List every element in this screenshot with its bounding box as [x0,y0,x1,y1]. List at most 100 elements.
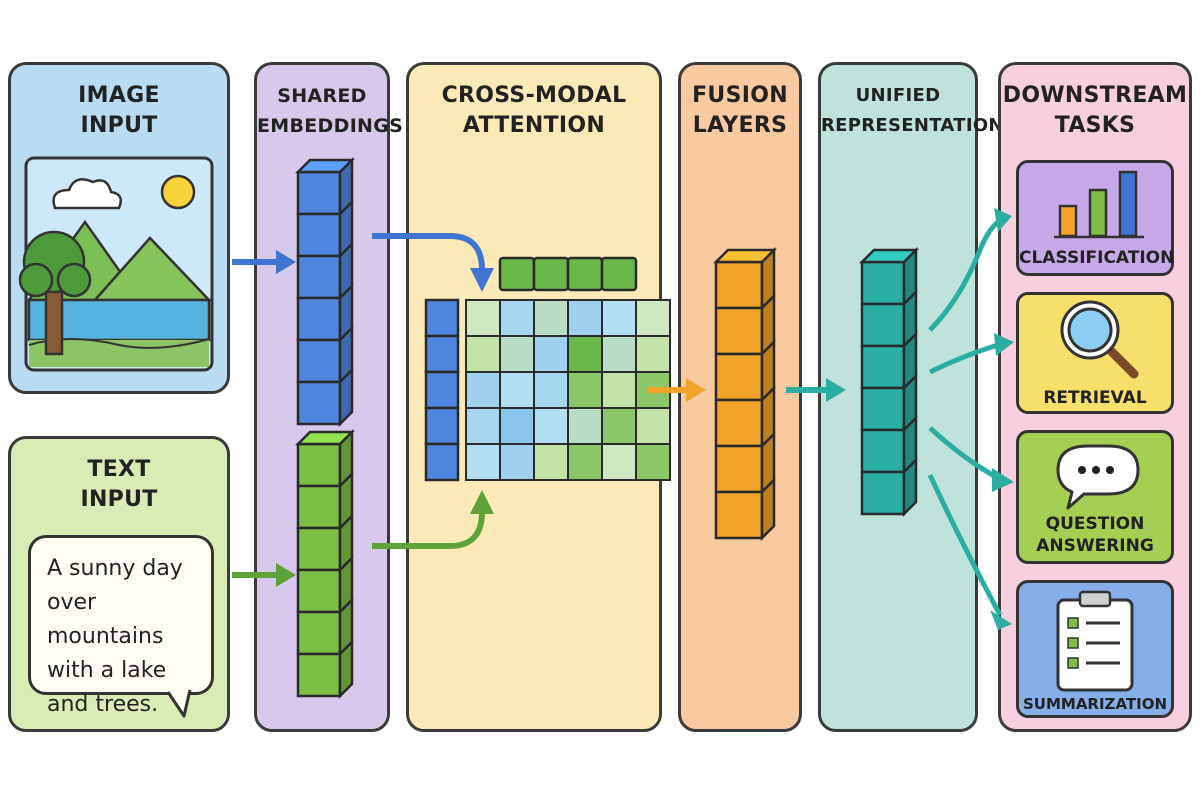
image-embedding-cell-side [338,366,354,428]
text-embedding-vector [294,428,356,700]
attention-matrix-cell [533,371,569,409]
image-embedding-vector [294,156,356,428]
unified-representation-cell [860,302,906,348]
attention-matrix-cell [499,335,535,373]
classification-label: CLASSIFICATION [1019,248,1175,268]
image-embedding-top [294,158,356,174]
unified-representation-cell [860,428,906,474]
attention-matrix-cell [601,443,637,481]
attention-matrix-cell [465,443,501,481]
speech-bubble-icon [1056,444,1140,510]
image-embedding-cell [296,170,342,216]
image-embedding-cell [296,296,342,342]
text-input-sample: A sunny day over mountains with a lake a… [47,556,183,717]
fusion-layer-top [712,248,778,264]
attention-text-key-cell [600,256,638,292]
fusion-layer-cell [714,260,764,310]
fusion-layer-cell-side [760,476,776,542]
bar-chart-icon [1054,170,1144,239]
attention-image-query-cell [424,334,460,374]
image-to-embedding-arrow [232,250,296,274]
attention-matrix-cell [601,407,637,445]
attention-matrix-cell [499,371,535,409]
text-input-title: TEXT INPUT [80,457,158,512]
attention-matrix-cell [601,371,637,409]
image-input-title: IMAGE INPUT [78,83,160,138]
unified-representation-cell [860,260,906,306]
image-embedding-cell [296,212,342,258]
fusion-layer-cell [714,306,764,356]
unified-representation-top [858,248,920,264]
attention-matrix-cell [499,407,535,445]
text-embedding-cell [296,652,342,698]
attention-image-query-cell [424,370,460,410]
fusion-layer-cell [714,352,764,402]
unified-representation-cell [860,470,906,516]
text-embedding-cell [296,484,342,530]
attention-matrix-cell [533,443,569,481]
attention-matrix-cell [465,407,501,445]
magnifier-icon [1060,300,1139,379]
unified-representation-vector [858,246,920,518]
attention-matrix-cell [567,407,603,445]
retrieval-label: RETRIEVAL [1043,388,1147,408]
text-embedding-cell [296,568,342,614]
fusion-layer-cell [714,398,764,448]
text-embedding-top [294,430,356,446]
attention-text-key-cell [498,256,536,292]
text-input-bubble: A sunny day over mountains with a lake a… [28,535,214,717]
image-embedding-cell [296,338,342,384]
image-embedding-cell [296,380,342,426]
attention-matrix-cell [567,371,603,409]
attention-image-query-cell [424,298,460,338]
text-embedding-cell-side [338,638,354,700]
summarization-label: SUMMARIZATION [1022,695,1168,713]
attention-matrix-cell [635,299,671,337]
question-answering-label: QUESTION ANSWERING [1036,514,1154,556]
text-embedding-to-attention-arrow [372,490,494,549]
attention-matrix-cell [499,299,535,337]
attention-matrix-cell [567,335,603,373]
fusion-to-unified-arrow [786,378,846,402]
attention-matrix-cell [533,335,569,373]
fusion-layer-stack [712,246,778,542]
clipboard-checklist-icon [1056,590,1134,692]
unified-representation-cell [860,386,906,432]
image-embedding-cell [296,254,342,300]
attention-matrix-cell [601,335,637,373]
attention-matrix-cell [567,299,603,337]
fusion-layer-cell [714,490,764,540]
fusion-layer-cell [714,444,764,494]
attention-matrix-cell [635,407,671,445]
attention-matrix-cell [499,443,535,481]
task-arrowheads [990,208,1014,630]
text-embedding-cell [296,442,342,488]
attention-matrix [424,256,671,482]
attention-image-query-cell [424,442,460,482]
unified-representations-title: UNIFIED REPRESENTATIONS [821,85,1018,136]
text-to-embedding-arrow [232,563,296,587]
attention-matrix-cell [465,371,501,409]
downstream-tasks-title: DOWNSTREAM TASKS [1002,83,1188,138]
attention-matrix-cell [533,299,569,337]
task-card-question-answering: QUESTION ANSWERING [1016,430,1174,564]
attention-matrix-cell [533,407,569,445]
attention-matrix-cell [465,299,501,337]
attention-matrix-cell [601,299,637,337]
attention-text-key-cell [566,256,604,292]
attention-matrix-cell [635,443,671,481]
shared-embeddings-title: SHARED EMBEDDINGS [257,85,404,137]
unified-representation-cell-side [902,456,918,518]
attention-text-key-cell [532,256,570,292]
fusion-layers-title: FUSION LAYERS [692,83,788,138]
landscape-image-icon [18,156,214,372]
attention-matrix-cell [635,335,671,373]
attention-matrix-cell [567,443,603,481]
cross-modal-attention-title: CROSS-MODAL ATTENTION [441,83,627,138]
unified-representation-cell [860,344,906,390]
unified-to-tasks-arrows [927,220,1003,617]
image-embedding-to-attention-arrow [372,233,494,292]
attention-image-query-cell [424,406,460,446]
attention-to-fusion-arrow [648,378,706,402]
